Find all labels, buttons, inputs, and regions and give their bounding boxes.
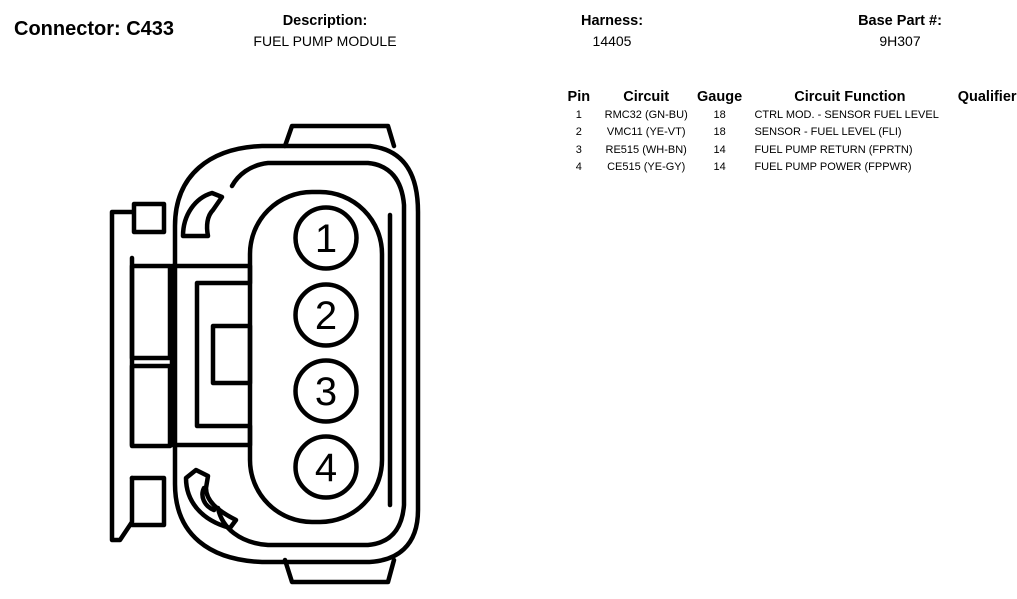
- harness-value: 14405: [592, 33, 632, 49]
- row-qualifier: [957, 106, 1017, 124]
- description-block: Description: FUEL PUMP MODULE: [225, 12, 425, 52]
- row-function: FUEL PUMP POWER (FPPWR): [754, 161, 912, 174]
- pin-number: 1: [315, 217, 337, 261]
- row-qualifier: [957, 124, 1017, 142]
- row-circuit: RE515 (WH-BN): [605, 143, 687, 156]
- row-qualifier: [957, 159, 1017, 177]
- table-row: 3 RE515 (WH-BN) 14 FUEL PUMP RETURN (FPR…: [562, 141, 1017, 159]
- row-circuit: VMC11 (YE-VT): [606, 126, 686, 139]
- row-gauge: 14: [713, 161, 726, 174]
- table-row: 2 VMC11 (YE-VT) 18 SENSOR - FUEL LEVEL (…: [562, 124, 1017, 142]
- base-part-value: 9H307: [879, 33, 921, 49]
- pin-circle-3: [293, 358, 359, 424]
- row-function: SENSOR - FUEL LEVEL (FLI): [754, 126, 902, 139]
- side-retainer-bar: [109, 209, 135, 543]
- pin-number: 4: [315, 446, 337, 490]
- pin-circle-4: [293, 434, 359, 500]
- row-gauge: 14: [713, 143, 726, 156]
- row-function: CTRL MOD. - SENSOR FUEL LEVEL: [754, 108, 939, 121]
- row-function: FUEL PUMP RETURN (FPRTN): [754, 143, 913, 156]
- base-part-block: Base Part #: 9H307: [840, 12, 960, 52]
- connector-outer-shell: [172, 143, 421, 565]
- base-part-label: Base Part #:: [858, 13, 942, 29]
- description-label: Description:: [282, 13, 368, 29]
- retainer-bottom-box: [129, 475, 167, 528]
- row-gauge: 18: [713, 126, 726, 139]
- retainer-upper-slot: [129, 263, 173, 361]
- keying-notch: [210, 323, 253, 386]
- harness-block: Harness: 14405: [552, 12, 672, 52]
- connector-top-tab: [282, 123, 397, 149]
- row-gauge: 18: [713, 108, 726, 121]
- pin-number: 3: [315, 370, 337, 414]
- pin-circle-1: [293, 205, 359, 271]
- retainer-lower-slot: [129, 363, 173, 449]
- pin-number: 2: [315, 294, 337, 338]
- header-qualifier: Qualifier: [957, 89, 1017, 105]
- keying-block: [169, 263, 253, 448]
- row-pin: 1: [575, 108, 582, 121]
- pin-circle-2: [293, 282, 359, 348]
- row-circuit: CE515 (YE-GY): [607, 161, 686, 174]
- pin-table: Pin Circuit Gauge Circuit Function Quali…: [562, 88, 1017, 176]
- header-pin: Pin: [567, 89, 591, 105]
- table-row: 4 CE515 (YE-GY) 14 FUEL PUMP POWER (FPPW…: [562, 159, 1017, 177]
- upper-latch-hook: [180, 190, 225, 239]
- harness-label: Harness:: [580, 13, 644, 29]
- connector-inner-shell: [215, 160, 407, 548]
- header-circuit-function: Circuit Function: [794, 89, 906, 105]
- pin-table-header-row: Pin Circuit Gauge Circuit Function Quali…: [562, 88, 1017, 106]
- row-pin: 2: [575, 126, 582, 139]
- description-value: FUEL PUMP MODULE: [253, 33, 397, 49]
- row-pin: 4: [575, 161, 582, 174]
- header-gauge: Gauge: [697, 89, 743, 105]
- retainer-top-box: [131, 201, 167, 235]
- lower-latch-hook: [183, 467, 239, 531]
- connector-title: Connector: C433: [14, 18, 175, 40]
- row-qualifier: [957, 141, 1017, 159]
- row-circuit: RMC32 (GN-BU): [604, 108, 688, 121]
- row-pin: 3: [575, 143, 582, 156]
- connector-face-diagram: 1 2 3 4: [109, 123, 421, 585]
- lower-latch-curl: [200, 485, 217, 513]
- table-row: 1 RMC32 (GN-BU) 18 CTRL MOD. - SENSOR FU…: [562, 106, 1017, 124]
- connector-bottom-tab: [282, 557, 397, 585]
- header-circuit: Circuit: [623, 89, 670, 105]
